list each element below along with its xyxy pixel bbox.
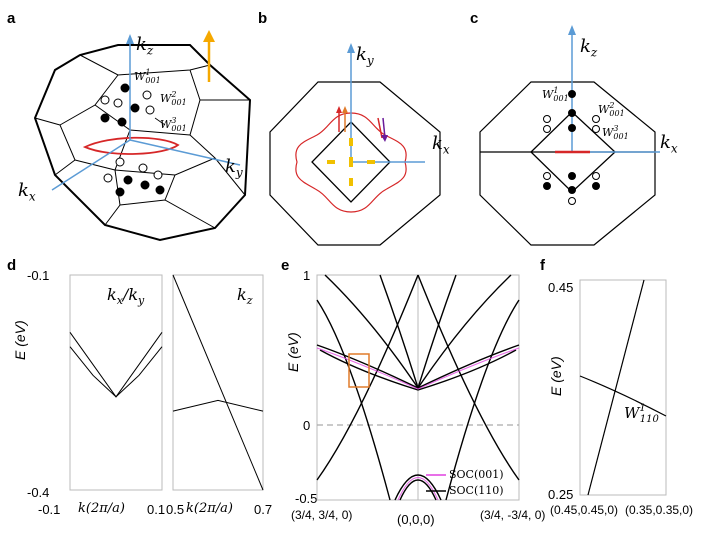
f-band-steep (587, 279, 645, 496)
orange-arrowhead (203, 30, 215, 42)
d-y-bottom-tick: -0.4 (27, 485, 50, 500)
e-xtick-gamma: (0,0,0) (397, 512, 435, 527)
fermi-contour-b (295, 112, 407, 213)
e-xtick-right: (3/4, -3/4, 0) (480, 508, 546, 522)
d-right-title: kz (237, 285, 253, 308)
weyl-projections-b (327, 138, 375, 186)
d-left-title: kx/ky (107, 285, 145, 308)
fermi-surface-ring (82, 136, 180, 155)
brillouin-zone-inner-edges (34, 54, 250, 229)
weyl-points-upper (100, 83, 155, 127)
d-left-frame (69, 274, 163, 491)
panel-label-b: b (258, 10, 268, 27)
d-left-xmax: 0.1 (147, 502, 166, 517)
kz-arrowhead-c (568, 25, 576, 35)
panel-label-c: c (470, 10, 479, 27)
weyl-label-w3-c: W3001 (602, 124, 629, 141)
f-xtick-right: (0.35,0.35,0) (625, 503, 694, 517)
band-line-2 (172, 399, 264, 412)
d-right-xlabel: k(2π/a) (186, 501, 233, 516)
f-frame (579, 279, 667, 496)
e-ytick-0: 0 (303, 418, 311, 433)
axes-a (51, 40, 241, 191)
e-legend-soc110: SOC(110) (449, 484, 504, 497)
d-y-top-tick: -0.1 (27, 268, 50, 283)
d-right-lines (172, 274, 264, 491)
weyl-label-w1-c: W1001 (542, 86, 569, 103)
weyl-label-w3-a: W3001 (160, 116, 187, 133)
f-ytick-top: 0.45 (548, 280, 574, 295)
weyl-points-lower (103, 157, 165, 197)
e-ytick-1: 1 (303, 268, 311, 283)
kx-label-a: kx (18, 180, 36, 204)
panel-label-a: a (7, 10, 16, 27)
kz-label-c: kz (580, 36, 598, 60)
f-weyl-label: W1110 (624, 403, 659, 425)
band-line-2 (69, 346, 163, 398)
ky-label-a: ky (225, 156, 243, 180)
e-bands (316, 274, 520, 501)
ky-arrowhead (347, 43, 355, 53)
kz-arrowhead (126, 34, 134, 44)
d-left-xmin: -0.1 (38, 502, 61, 517)
e-zoom-box (348, 353, 370, 388)
d-right-xmin: 0.5 (166, 502, 185, 517)
weyl-label-w2-c: W2001 (598, 101, 625, 118)
d-left-xlabel: k(2π/a) (78, 501, 125, 516)
weyl-label-w1-a: W1001 (134, 68, 161, 85)
band-line-1 (172, 274, 264, 491)
kz-label-a: kz (136, 34, 154, 58)
f-ytick-bottom: 0.25 (548, 487, 574, 502)
bz-octagon-c (479, 81, 656, 246)
bz-octagon-b (269, 81, 441, 246)
panel-label-d: d (7, 257, 17, 274)
ky-label-b: ky (356, 44, 374, 68)
d-left-lines (69, 332, 163, 398)
e-legend (426, 474, 446, 492)
d-right-frame (172, 274, 264, 491)
d-right-xmax: 0.7 (254, 502, 273, 517)
panel-label-e: e (281, 257, 290, 274)
spin-arrows-b (336, 106, 388, 142)
weyl-points-c (543, 90, 600, 205)
e-xtick-left: (3/4, 3/4, 0) (291, 508, 353, 522)
kx-label-c: kx (660, 132, 678, 156)
e-legend-soc001: SOC(001) (449, 468, 504, 481)
weyl-label-w2-a: W2001 (160, 90, 187, 107)
f-band-flat (579, 375, 667, 417)
e-bands-soc001 (316, 347, 520, 501)
panel-label-f: f (540, 257, 545, 274)
f-xtick-left: (0.45,0.45,0) (550, 503, 619, 517)
inner-diamond-b (311, 121, 391, 203)
e-ytick-m05: -0.5 (295, 491, 318, 506)
kx-label-b: kx (432, 133, 450, 157)
label-leader-lines-a (154, 117, 166, 126)
